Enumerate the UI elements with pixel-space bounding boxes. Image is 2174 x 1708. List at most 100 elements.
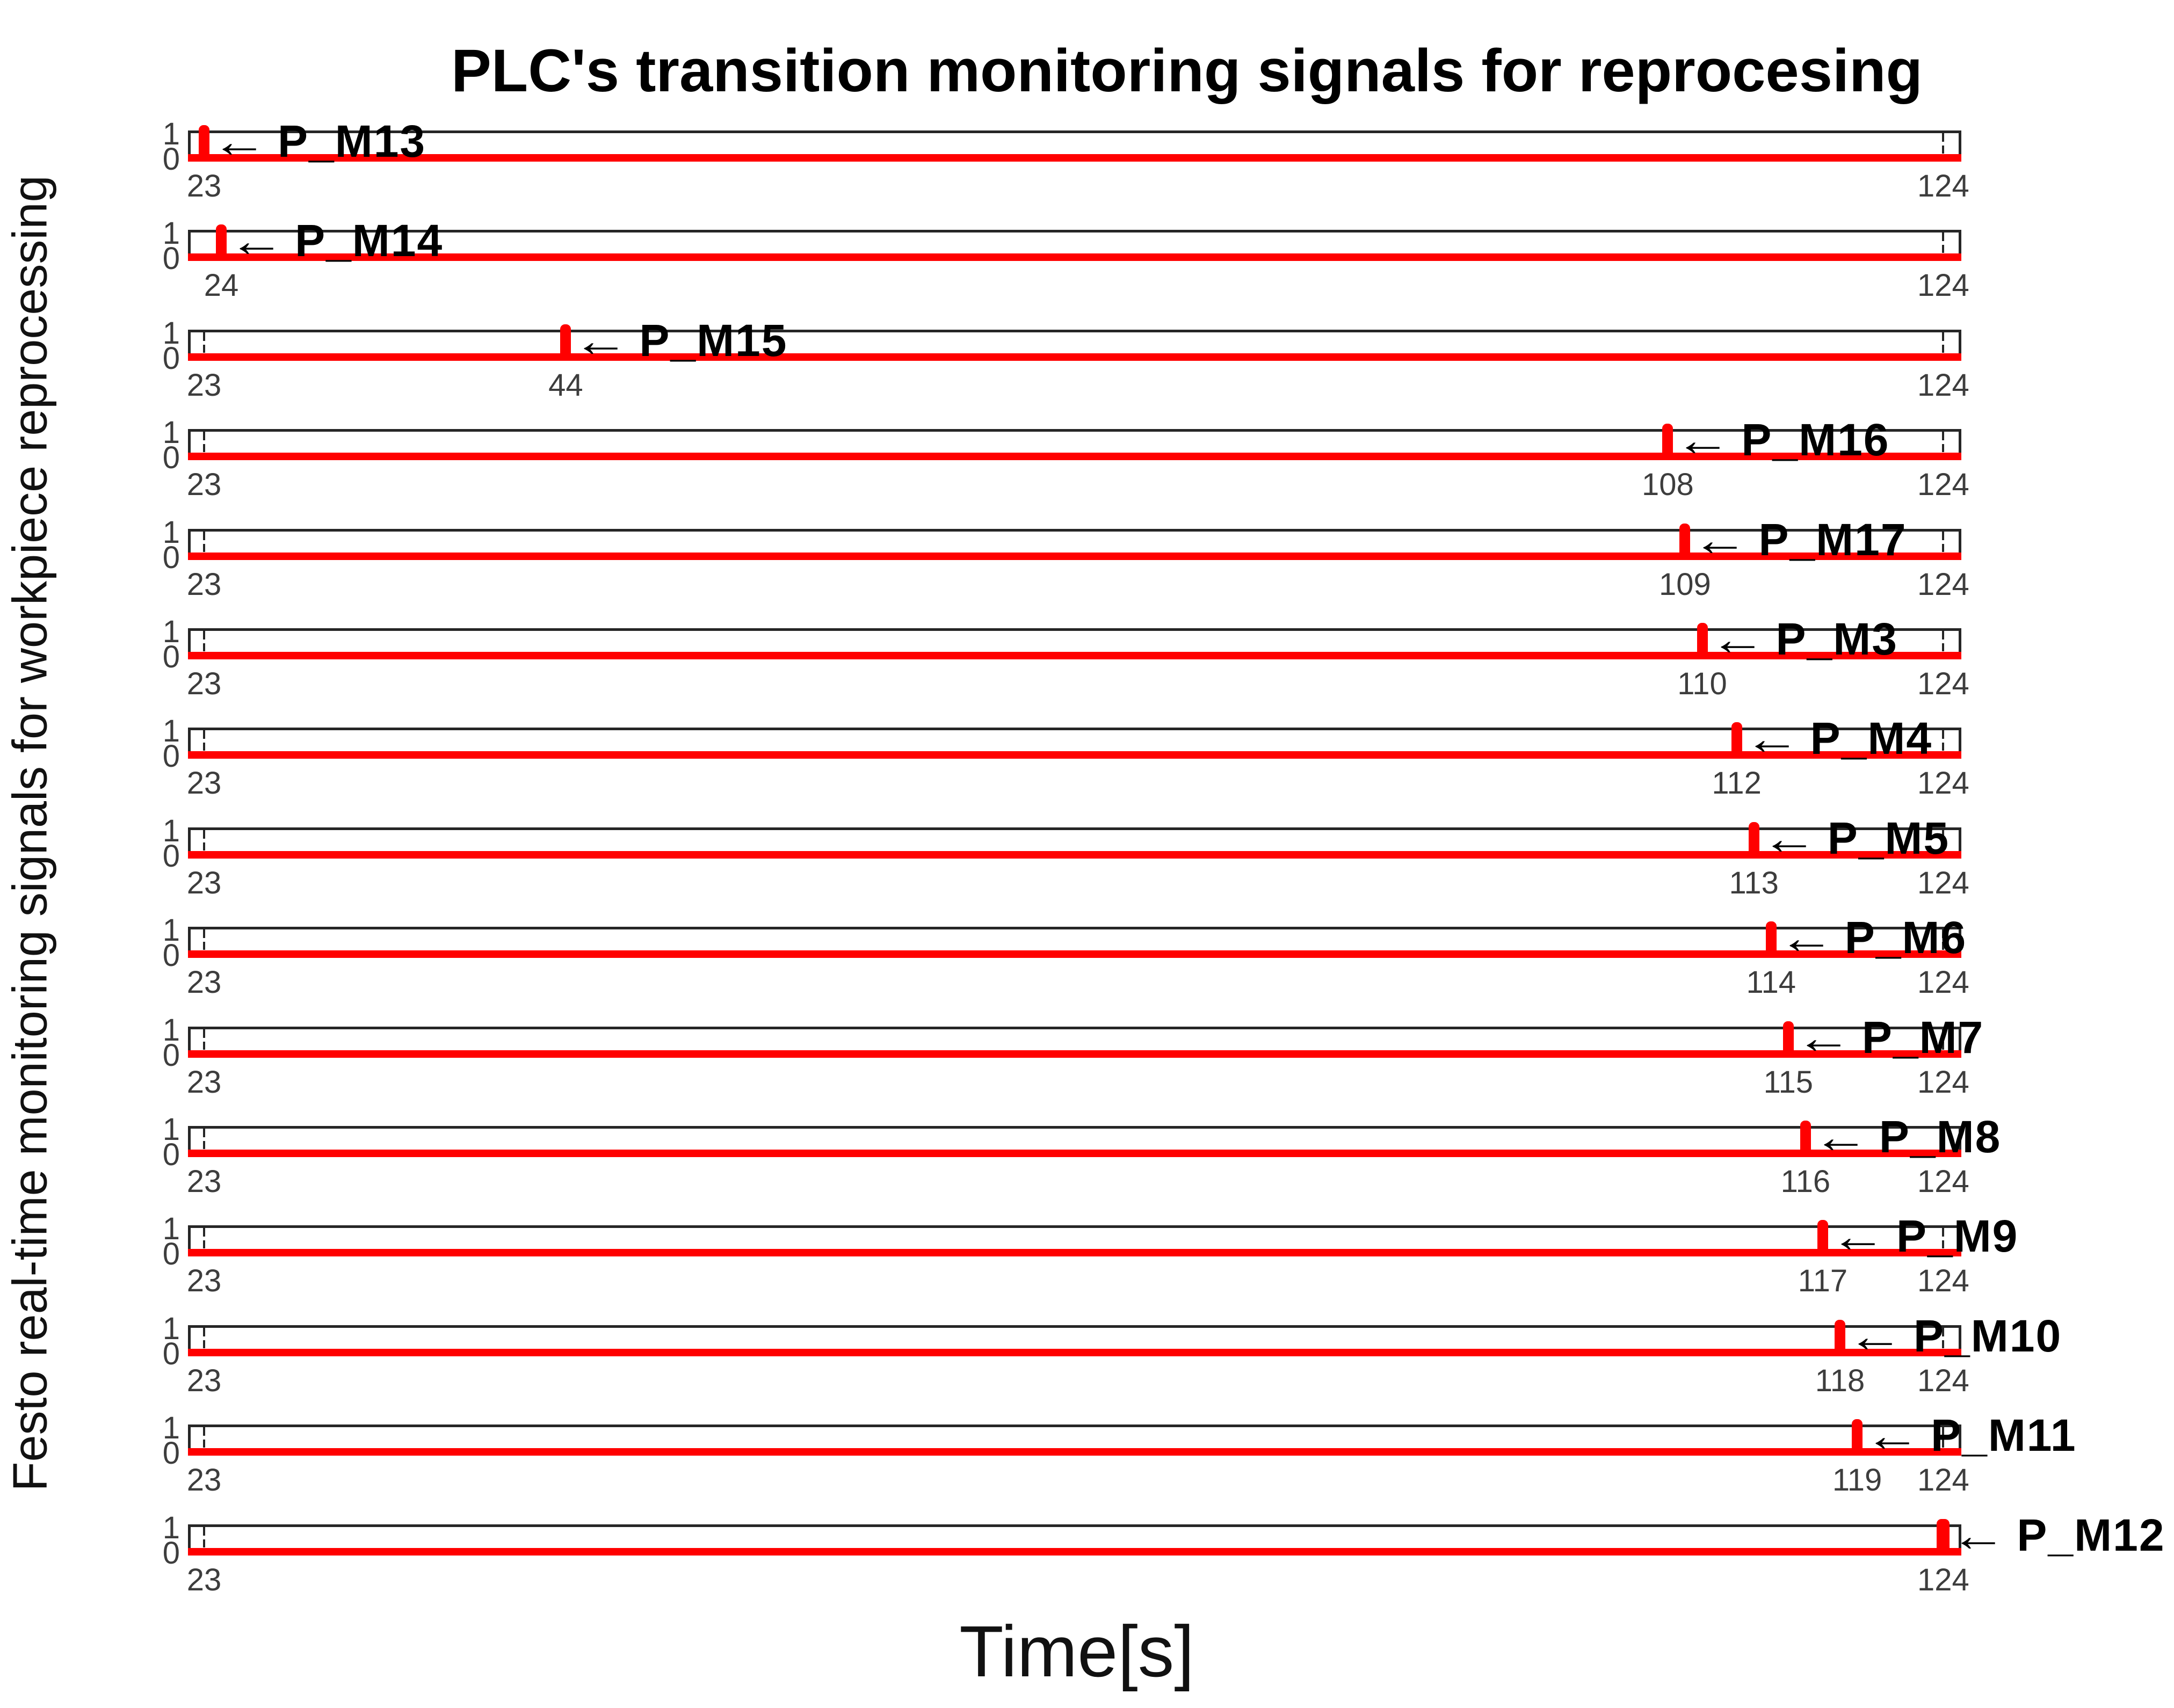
signal-label: P_M7 <box>1861 1012 1984 1063</box>
x-tick-mark <box>203 830 205 839</box>
x-tick-mark <box>203 1527 205 1536</box>
x-tick-label: 119 <box>1832 1463 1882 1498</box>
x-tick-mark <box>1942 1129 1945 1137</box>
signal-label: P_M3 <box>1776 614 1898 664</box>
x-tick-mark <box>1942 830 1945 839</box>
leftarrow-icon: ← <box>1795 1012 1852 1063</box>
x-tick-label: 117 <box>1798 1263 1848 1299</box>
x-tick-label: 124 <box>1917 1363 1969 1398</box>
x-tick-mark <box>1942 332 1945 341</box>
x-tick-label: 124 <box>1917 268 1969 303</box>
x-tick-label: 124 <box>1917 965 1969 1000</box>
x-tick-label: 23 <box>186 367 222 403</box>
pulse-annotation: ←P_M3 <box>1709 615 1898 663</box>
x-tick-mark <box>1942 344 1945 353</box>
x-tick-mark <box>1942 1141 1945 1149</box>
subplot-box <box>188 728 1961 756</box>
x-tick-mark <box>203 1340 205 1348</box>
subplot-box <box>188 1524 1961 1552</box>
signal-pulse <box>199 125 209 161</box>
x-tick-label: 124 <box>1917 666 1969 701</box>
x-tick-mark <box>1942 531 1945 540</box>
x-tick-mark <box>1942 942 1945 950</box>
pulse-annotation: ←P_M17 <box>1692 515 1907 564</box>
x-tick-label: 124 <box>1917 169 1969 203</box>
signal-pulse <box>1697 623 1708 659</box>
y-tick-label: 1 <box>162 117 180 151</box>
x-tick-mark <box>1942 1228 1945 1237</box>
signal-pulse <box>1731 722 1742 759</box>
subplot-box <box>188 927 1961 955</box>
x-tick-mark <box>203 643 205 651</box>
signal-pulse <box>1835 1319 1846 1356</box>
leftarrow-icon: ← <box>1950 1509 2007 1560</box>
leftarrow-icon: ← <box>1847 1310 1904 1361</box>
y-tick-label: 0 <box>162 340 180 376</box>
pulse-annotation: ←P_M14 <box>228 216 443 265</box>
x-tick-label: 124 <box>1917 865 1969 900</box>
x-tick-label: 124 <box>1917 1562 1969 1597</box>
leftarrow-icon: ← <box>1743 713 1800 764</box>
subplot-box <box>188 1424 1961 1453</box>
x-tick-label: 116 <box>1780 1164 1831 1199</box>
x-tick-label: 24 <box>204 268 239 303</box>
x-tick-mark <box>203 531 205 540</box>
x-tick-label: 124 <box>1917 566 1969 602</box>
signal-baseline <box>188 353 1961 361</box>
x-tick-mark <box>1942 1427 1945 1436</box>
x-tick-label: 108 <box>1641 467 1694 503</box>
x-tick-label: 23 <box>186 766 222 801</box>
leftarrow-icon: ← <box>228 215 285 266</box>
x-tick-mark <box>1942 245 1945 253</box>
leftarrow-icon: ← <box>1864 1410 1921 1461</box>
x-tick-mark <box>203 942 205 950</box>
x-tick-label: 124 <box>1917 1064 1969 1100</box>
signal-baseline <box>188 1348 1961 1356</box>
signal-baseline <box>188 1448 1961 1456</box>
x-tick-mark <box>203 1440 205 1448</box>
x-tick-mark <box>1942 730 1945 739</box>
y-tick-label: 1 <box>162 1211 180 1247</box>
y-tick-label: 1 <box>162 1012 180 1048</box>
signal-pulse <box>560 324 571 360</box>
leftarrow-icon: ← <box>1675 415 1731 466</box>
pulse-annotation: ←P_M6 <box>1778 913 1967 962</box>
signal-label: P_M13 <box>278 116 426 166</box>
signal-pulse <box>1852 1419 1863 1456</box>
x-tick-label: 112 <box>1712 766 1762 801</box>
x-tick-mark <box>1942 743 1945 751</box>
signal-label: P_M9 <box>1896 1211 2019 1262</box>
subplot-box <box>188 628 1961 656</box>
x-tick-mark <box>203 1129 205 1137</box>
x-tick-mark <box>203 444 205 453</box>
signal-label: P_M10 <box>1914 1310 2062 1361</box>
x-tick-mark <box>203 1427 205 1436</box>
x-tick-label: 118 <box>1815 1363 1865 1398</box>
x-tick-mark <box>203 1041 205 1050</box>
subplot-box <box>188 230 1961 258</box>
signal-pulse <box>216 224 227 261</box>
leftarrow-icon: ← <box>1709 614 1766 664</box>
signal-label: P_M5 <box>1827 812 1950 863</box>
leftarrow-icon: ← <box>573 315 629 366</box>
y-tick-label: 1 <box>162 614 180 649</box>
signal-pulse <box>1662 424 1673 460</box>
signal-pulse <box>1748 822 1759 858</box>
subplot-box <box>188 1325 1961 1353</box>
leftarrow-icon: ← <box>1812 1111 1869 1162</box>
x-tick-label: 110 <box>1677 666 1727 701</box>
x-tick-label: 23 <box>186 865 222 900</box>
x-tick-label: 23 <box>186 1562 222 1597</box>
x-tick-mark <box>203 1539 205 1547</box>
signal-baseline <box>188 552 1961 560</box>
pulse-annotation: ←P_M9 <box>1830 1212 2018 1260</box>
y-tick-label: 1 <box>162 714 180 749</box>
chart-title: PLC's transition monitoring signals for … <box>451 37 1923 104</box>
x-tick-mark <box>203 1327 205 1336</box>
y-tick-label: 0 <box>162 639 180 674</box>
x-tick-label: 23 <box>186 1363 222 1398</box>
pulse-annotation: ←P_M5 <box>1761 814 1950 862</box>
y-tick-label: 1 <box>162 315 180 351</box>
y-tick-label: 1 <box>162 415 180 450</box>
